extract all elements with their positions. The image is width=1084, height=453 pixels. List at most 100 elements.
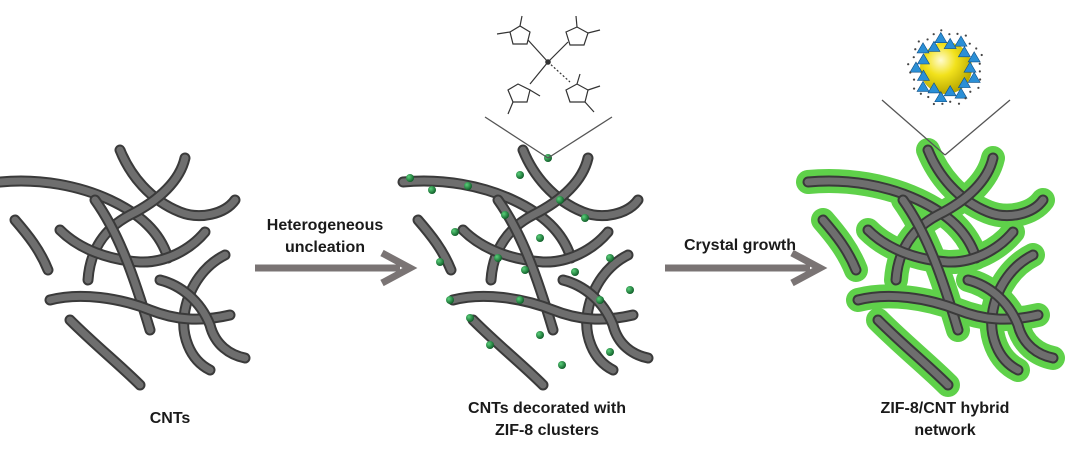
growth-label-text: Crystal growth [683, 237, 796, 254]
zn-tetrahedron [909, 61, 923, 73]
nanotube-body [469, 316, 547, 389]
linker-atom [932, 102, 935, 106]
nanotube-body [414, 216, 455, 274]
linker-atom [968, 42, 971, 45]
linker-atom [927, 95, 930, 99]
zif8-cluster-dot [516, 171, 524, 179]
linker-atom [941, 102, 944, 105]
zif8-cluster-dot [464, 182, 472, 190]
zif8-cluster-dot [494, 254, 502, 262]
linker-atom [949, 100, 952, 103]
nanotube-body [924, 146, 1047, 220]
zif8-cluster-dot [466, 314, 474, 322]
nucleation-arrow [255, 249, 418, 287]
nucleation-step-label: Heterogeneous uncleation [250, 215, 400, 259]
nanotube-body [559, 276, 652, 362]
hybrid-line1: ZIF-8/CNT hybrid [880, 400, 1010, 417]
nanotube-body [459, 226, 612, 266]
zif8-cluster-dot [606, 254, 614, 262]
zn-tetrahedron [927, 82, 941, 94]
nucleation-line1: Heterogeneous [266, 217, 384, 234]
linker-atom [926, 38, 929, 41]
zn-tetrahedron [927, 40, 941, 52]
zif8-cluster-dot [558, 361, 566, 369]
hybrid-network-label: ZIF-8/CNT hybrid network [850, 398, 1040, 442]
nucleation-line2: uncleation [284, 239, 365, 256]
decorated-line1: CNTs decorated with [468, 400, 626, 417]
zoom-lines-crystal [881, 99, 1011, 156]
zif8-cluster-dot [516, 296, 524, 304]
nanotube-body [11, 216, 52, 274]
nanotube-body [988, 251, 1037, 374]
carbon-nanotubes [397, 144, 654, 391]
zn-tetrahedra [907, 29, 983, 106]
linker-atom [932, 33, 935, 36]
zif8-cluster-dot [486, 341, 494, 349]
nanotube-body [819, 216, 860, 274]
zn-tetrahedron [957, 76, 971, 88]
linker-atom [977, 86, 980, 89]
zif8-cluster-dot [536, 234, 544, 242]
linker-atom [912, 56, 915, 59]
carbon-nanotubes [802, 144, 1059, 391]
linker-atom [912, 78, 916, 81]
zn-tetrahedron [916, 53, 930, 65]
nanotube-body [66, 316, 144, 389]
zif8-cluster-dot [501, 211, 509, 219]
nanotube-body [964, 276, 1057, 362]
zoom-lines-molecule [484, 116, 613, 159]
growth-step-label: Crystal growth [660, 235, 820, 257]
nanotube-body [864, 226, 1017, 266]
zn-tetrahedron [943, 37, 957, 49]
zif8-crystal-icon [907, 29, 983, 106]
zif8-cnt-hybrid-network [796, 138, 1065, 397]
zif8-cluster-dot [521, 266, 529, 274]
zif8-cluster-dot [406, 174, 414, 182]
nanotube-body [399, 177, 575, 262]
zn-tetrahedron [943, 85, 957, 97]
zn-tetrahedron [954, 87, 968, 99]
cnts-label: CNTs [120, 408, 220, 430]
linker-atom [912, 87, 916, 90]
linker-atom [979, 78, 982, 81]
decorated-cnt-network [397, 144, 654, 391]
zif8-cluster-dot [626, 286, 634, 294]
zif8-cluster-dot [451, 228, 459, 236]
linker-atom [957, 102, 961, 105]
linker-atom [969, 90, 972, 93]
zif8-cluster-dot [428, 186, 436, 194]
zif8-cluster-dot [556, 196, 564, 204]
zn-tetrahedron [916, 42, 930, 54]
zn-tetrahedron [916, 69, 930, 81]
linker-atom [948, 33, 951, 36]
nanotube-body [156, 276, 249, 362]
decorated-cnts-label: CNTs decorated with ZIF-8 clusters [432, 398, 662, 442]
zif8-cluster-dot [606, 348, 614, 356]
linker-atom [940, 29, 943, 32]
zif8-cluster-dot [446, 296, 454, 304]
nanotube-body [874, 316, 952, 389]
nanotube-body [519, 146, 642, 220]
linker-atom [975, 47, 978, 50]
nanotube-body [0, 177, 172, 262]
hybrid-line2: network [914, 422, 976, 439]
nanotube-body [116, 146, 239, 220]
linker-atom [917, 40, 920, 43]
decorated-line2: ZIF-8 clusters [494, 422, 600, 439]
zn-tetrahedron [967, 51, 981, 63]
zif8-cluster-dot [571, 268, 579, 276]
zif8-cluster-dot [581, 214, 589, 222]
cnts-label-text: CNTs [149, 410, 191, 427]
zif8-cluster-dot [436, 258, 444, 266]
linker-atom [909, 71, 912, 74]
linker-atom [914, 48, 917, 51]
zn-tetrahedron [934, 31, 948, 43]
nanotube-body [56, 226, 209, 266]
linker-atom [964, 34, 967, 37]
linker-atom [978, 70, 981, 73]
zn-tetrahedron [954, 35, 968, 47]
linker-atom [907, 63, 910, 66]
zn-tetrahedron [963, 61, 977, 73]
linker-atom [956, 32, 959, 35]
